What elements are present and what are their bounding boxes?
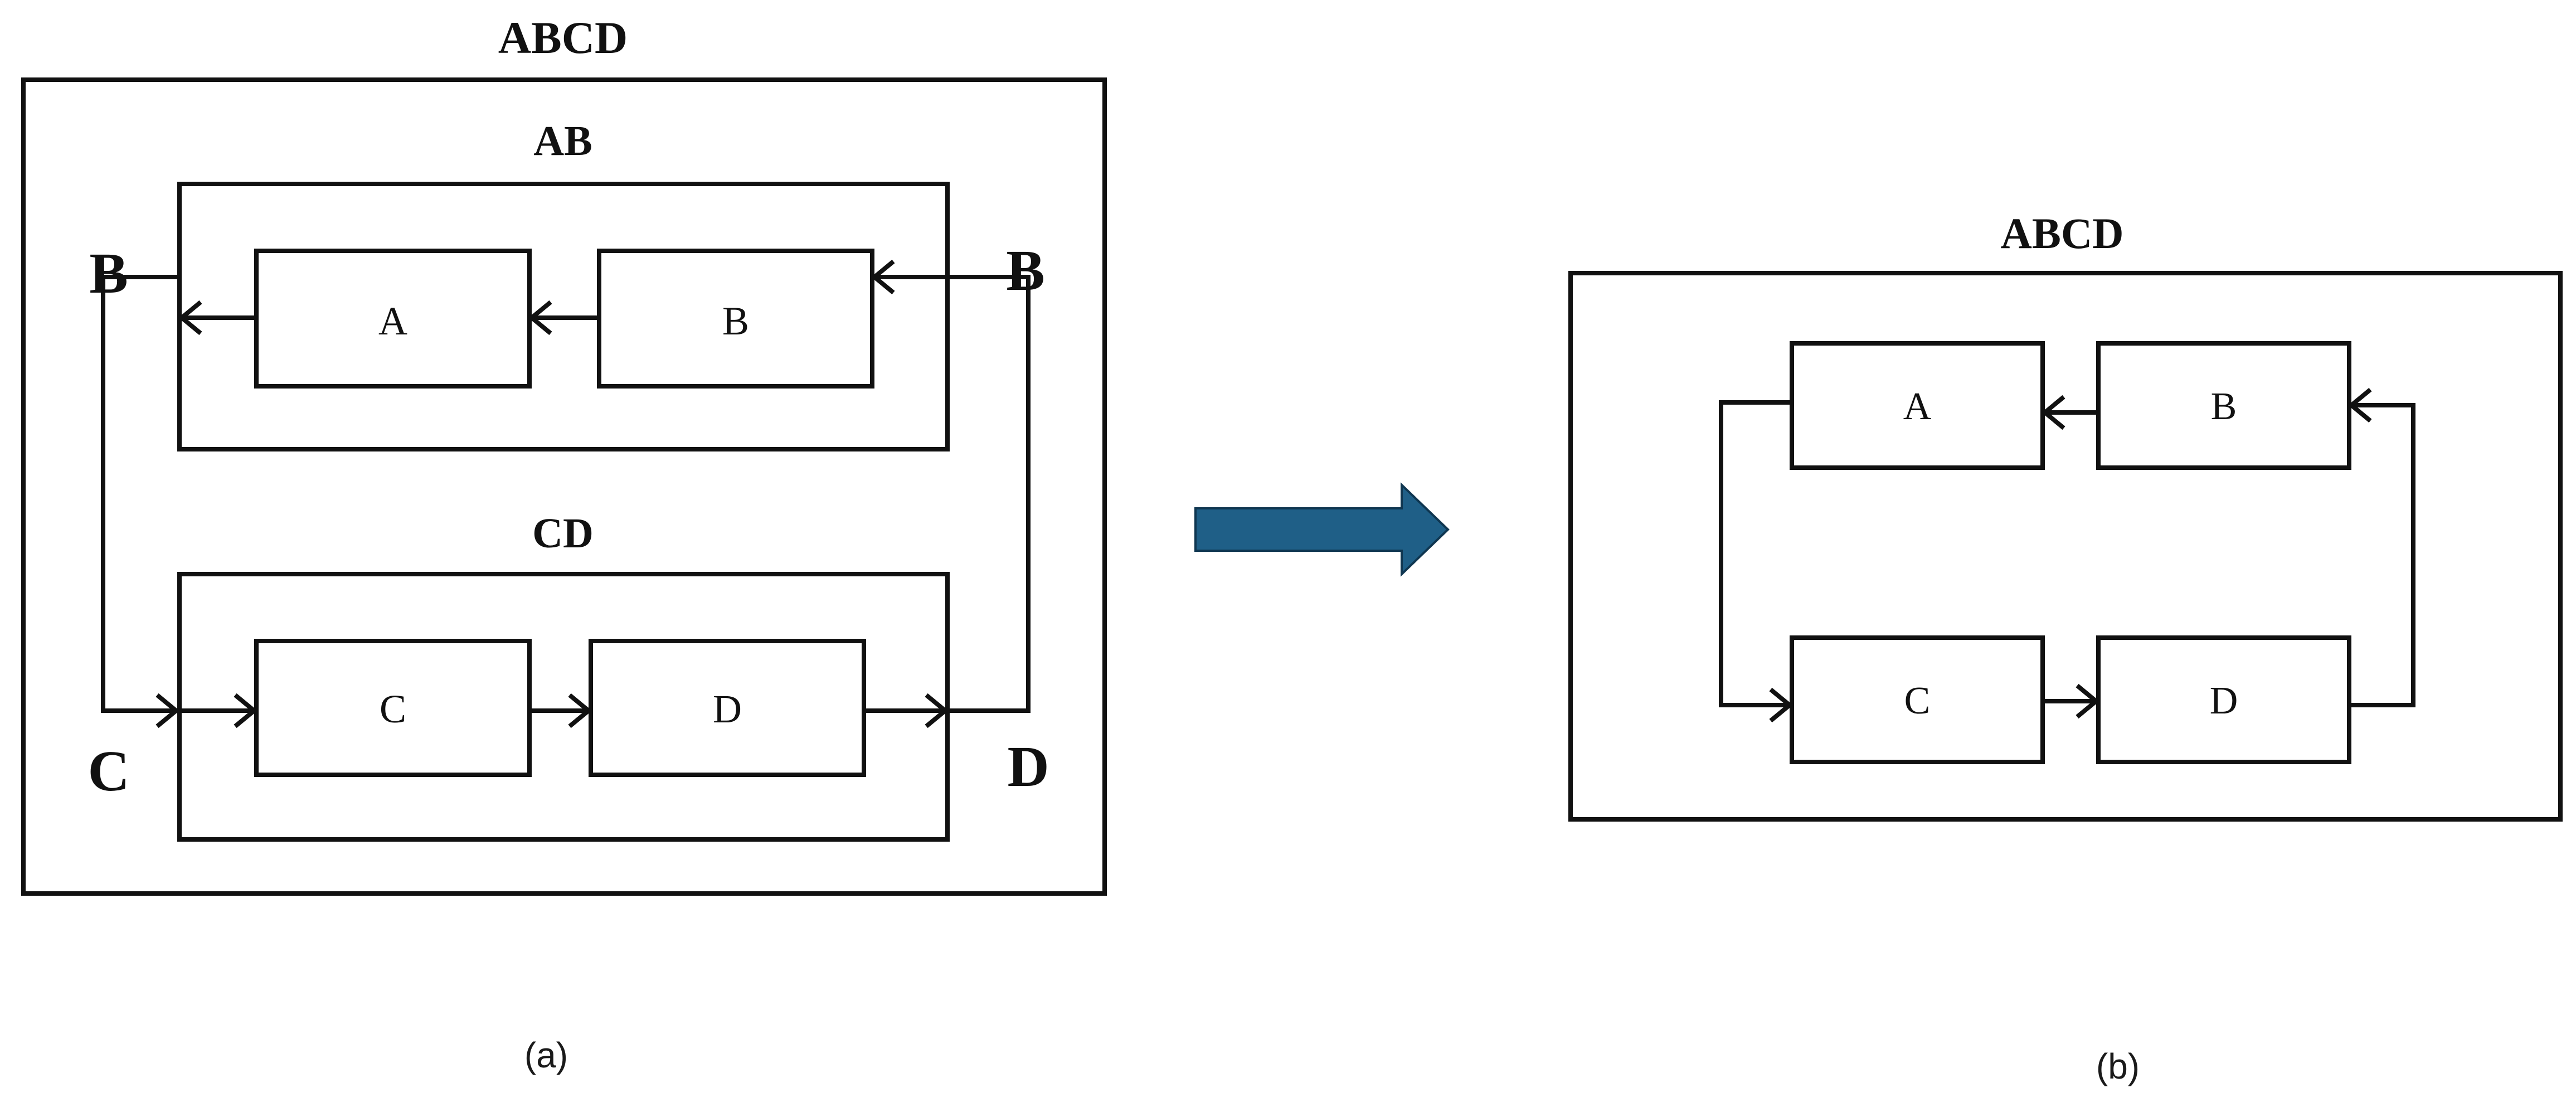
panel-b: ABCD A B C D (b): [1568, 209, 2563, 1086]
panel-a-block-d: [589, 639, 866, 777]
panel-b-outer-title: ABCD: [2000, 209, 2123, 258]
panel-a: ABCD AB CD A B C D B B C: [21, 12, 1107, 1075]
panel-a-arrowhead-into-c: [234, 693, 258, 729]
panel-a-outer-title: ABCD: [498, 12, 628, 63]
panel-a-block-b-label: B: [722, 299, 749, 343]
panel-a-group-ab-frame: [177, 182, 950, 451]
panel-a-port-bottom-left: C: [88, 739, 129, 803]
panel-a-port-top-right: B: [1006, 239, 1044, 303]
right-arrow-icon: [1194, 482, 1450, 577]
panel-a-group-cd-frame: [177, 572, 950, 842]
panel-b-block-c-label: C: [1904, 679, 1931, 722]
panel-a-block-c: [254, 639, 532, 777]
panel-a-port-top-left: B: [89, 241, 128, 305]
panel-b-arrowhead-into-b: [2347, 387, 2372, 423]
panel-a-block-c-label: C: [380, 687, 406, 731]
panel-a-wire-left-loop: [101, 275, 179, 713]
panel-a-arrowhead-into-b: [871, 259, 895, 295]
panel-a-arrowhead-ab-output: [178, 300, 202, 336]
panel-a-arrowhead-cd-input: [155, 693, 180, 729]
panel-a-wire-top-right-feed: [878, 275, 1031, 713]
panel-b-outer-frame: [1568, 271, 2563, 822]
panel-b-arrowhead-into-a: [2041, 395, 2065, 430]
panel-b-block-b-label: B: [2211, 385, 2237, 428]
panel-a-group-cd-title: CD: [532, 510, 594, 557]
panel-a-port-bottom-right: D: [1007, 735, 1049, 799]
panel-a-block-a-label: A: [378, 299, 407, 343]
panel-b-block-a: [1790, 341, 2045, 470]
panel-a-group-ab-title: AB: [533, 118, 592, 164]
panel-a-arrowhead-into-a: [528, 300, 552, 336]
panel-a-outer-frame: [21, 77, 1107, 896]
panel-b-caption: (b): [2096, 1046, 2140, 1086]
panel-b-arrowhead-into-d: [2076, 683, 2100, 719]
panel-a-caption: (a): [524, 1035, 568, 1075]
panel-a-block-d-label: D: [713, 687, 742, 731]
panel-b-block-d: [2096, 635, 2351, 764]
panel-b-wire-d-to-b: [2349, 403, 2415, 707]
panel-b-wire-a-to-c: [1719, 400, 1792, 707]
panel-a-arrowhead-into-d: [568, 693, 592, 729]
panel-b-block-d-label: D: [2210, 679, 2238, 722]
panel-b-arrowhead-into-c: [1769, 687, 1794, 723]
panel-a-arrowhead-cd-output: [925, 693, 949, 729]
panel-b-block-a-label: A: [1903, 385, 1932, 428]
transition-arrow-shape: [1194, 482, 1450, 577]
